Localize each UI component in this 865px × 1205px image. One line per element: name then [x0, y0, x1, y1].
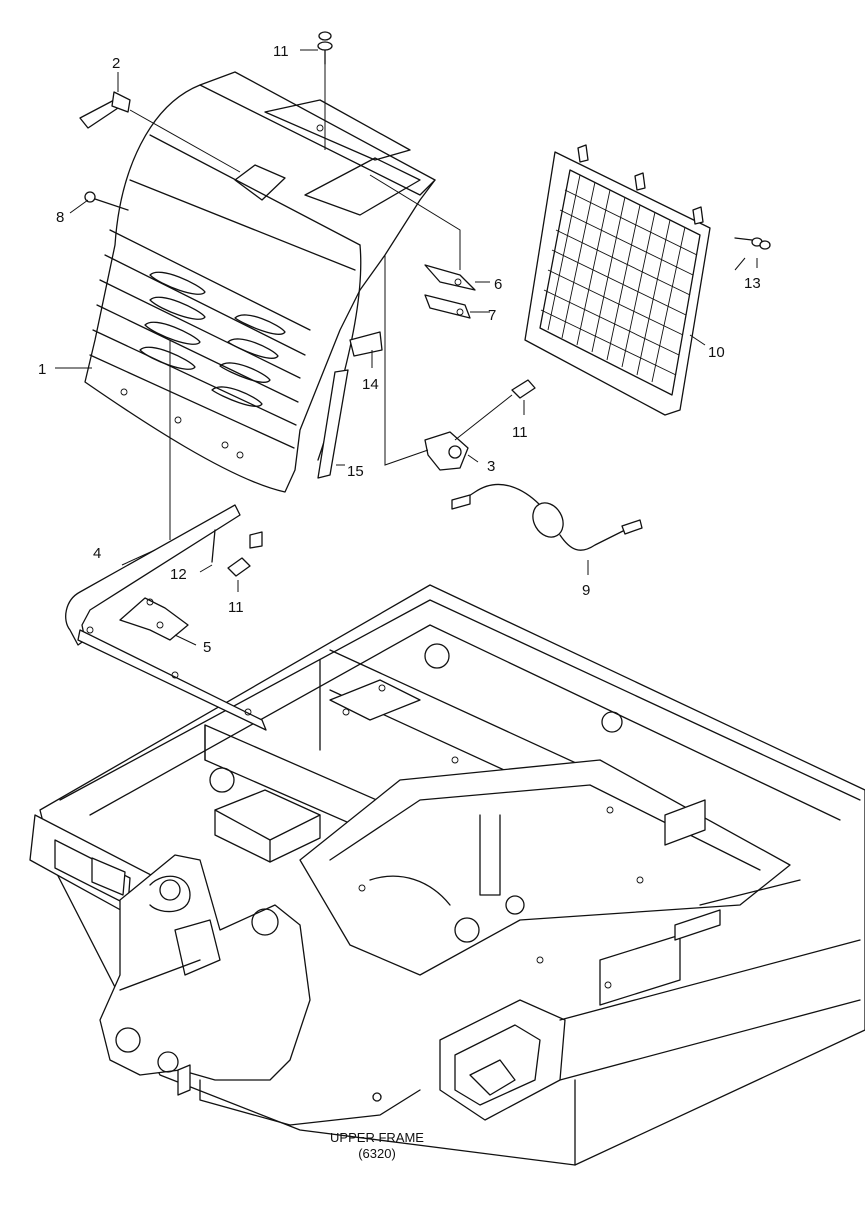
caption-code: (6320) — [358, 1146, 396, 1161]
cable-part-9 — [451, 483, 643, 575]
callout-11-lower: 11 — [228, 599, 244, 616]
callout-9: 9 — [582, 582, 590, 599]
callout-5: 5 — [203, 639, 211, 656]
latch-part-3 — [384, 255, 479, 471]
callout-11-right: 11 — [512, 424, 528, 441]
bolt-part-11-top — [317, 31, 333, 150]
callout-13: 13 — [744, 275, 761, 292]
callout-2: 2 — [112, 55, 120, 72]
callout-14: 14 — [362, 376, 379, 393]
callout-8: 8 — [56, 209, 64, 226]
handle-part-2 — [79, 91, 241, 173]
bracket-part-7 — [424, 294, 490, 319]
callout-10: 10 — [708, 344, 725, 361]
bolt-part-11-lower — [227, 557, 251, 592]
callout-3: 3 — [487, 458, 495, 475]
bracket-part-6 — [424, 264, 490, 291]
hinge-part-5 — [119, 597, 197, 646]
callout-7: 7 — [488, 307, 496, 324]
callout-11-top: 11 — [273, 43, 289, 60]
callout-12: 12 — [170, 566, 187, 583]
bolt-part-13 — [734, 237, 771, 268]
callout-1: 1 — [38, 361, 46, 378]
diagram-caption: UPPER FRAME (6320) — [330, 1130, 424, 1161]
bolt-part-11-right — [454, 379, 536, 441]
upper-frame-drawing — [29, 584, 865, 1166]
bracket-part-14 — [349, 331, 383, 357]
callout-15: 15 — [347, 463, 364, 480]
rail-part-4 — [65, 340, 267, 731]
caption-title: UPPER FRAME — [330, 1130, 424, 1145]
cover-part-1 — [84, 71, 436, 493]
callout-labels: 1 2 3 4 5 6 7 8 9 10 11 11 11 12 13 14 1… — [38, 43, 761, 656]
cover-louvers — [89, 229, 311, 449]
screen-part-10 — [524, 144, 711, 416]
callout-6: 6 — [494, 276, 502, 293]
bolt-part-8 — [84, 191, 129, 211]
seal-part-15 — [317, 369, 349, 479]
callout-4: 4 — [93, 545, 101, 562]
screw-part-12 — [199, 529, 263, 573]
